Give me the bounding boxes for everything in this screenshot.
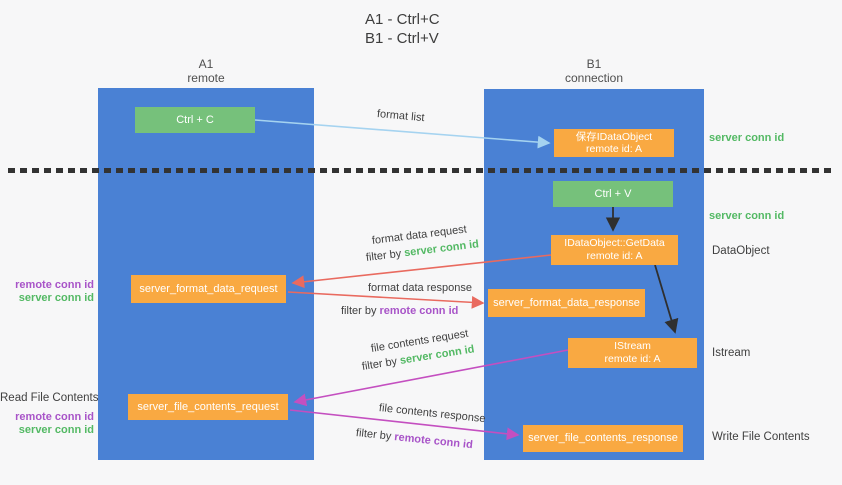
title-line-2: B1 - Ctrl+V	[365, 30, 439, 47]
label-server-conn-id-1: server conn id	[18, 292, 94, 304]
arrow-format-data-response	[287, 291, 485, 309]
node-idataobject-getdata: IDataObject::GetData remote id: A	[551, 235, 678, 265]
arrow-file-contents-request	[293, 349, 569, 407]
label-istream: Istream	[712, 347, 751, 359]
node-save-idataobject-line2: remote id: A	[585, 143, 643, 155]
node-ctrl-v-label: Ctrl + V	[594, 187, 632, 200]
label-remote-conn-id-2: remote conn id	[15, 411, 94, 423]
column-header-a1: A1 remote	[98, 57, 314, 85]
node-format-request-label: server_format_data_request	[139, 282, 278, 295]
arrow-label-format-data-response: format data response	[368, 282, 472, 294]
arrow-format-data-request	[291, 254, 552, 289]
node-istream-line1: IStream	[614, 340, 651, 352]
node-file-request-label: server_file_contents_request	[137, 400, 279, 413]
node-server-file-contents-request: server_file_contents_request	[128, 394, 288, 420]
label-dataobject: DataObject	[712, 245, 770, 257]
node-ctrl-v: Ctrl + V	[553, 181, 673, 207]
node-istream-line2: remote id: A	[604, 353, 661, 365]
node-ctrl-c: Ctrl + C	[135, 107, 255, 133]
label-remote-conn-id-1: remote conn id	[15, 279, 94, 291]
label-server-conn-id-top-right: server conn id	[709, 132, 785, 144]
node-format-response-label: server_format_data_response	[493, 296, 640, 309]
node-save-idataobject-line1: 保存IDataObject	[575, 130, 653, 143]
filter-by-prefix: filter by	[341, 305, 380, 317]
diagram-title: A1 - Ctrl+C B1 - Ctrl+V	[365, 10, 440, 48]
column-b1-name: B1	[586, 57, 602, 71]
column-header-b1: B1 connection	[484, 57, 704, 85]
arrow-getdata-to-istream	[654, 264, 679, 334]
node-server-format-data-response: server_format_data_response	[488, 289, 645, 317]
arrow-file-contents-response	[289, 409, 520, 441]
arrow-label-format-data-response-text: format data response	[368, 282, 472, 294]
title-line-1: A1 - Ctrl+C	[365, 11, 440, 28]
node-server-file-contents-response: server_file_contents_response	[523, 425, 683, 452]
arrow-label-format-data-response-filter: filter by remote conn id	[341, 305, 458, 317]
column-a1-subtitle: remote	[187, 71, 225, 85]
column-b1-subtitle: connection	[564, 71, 624, 85]
node-getdata-line1: IDataObject::GetData	[564, 237, 665, 249]
dashed-divider	[8, 168, 836, 173]
filter-remote-conn-id: remote conn id	[379, 305, 459, 317]
label-read-file-contents: Read File Contents	[0, 392, 99, 404]
node-ctrl-c-label: Ctrl + C	[176, 113, 214, 126]
node-istream: IStream remote id: A	[568, 338, 697, 368]
label-server-conn-id-mid-right: server conn id	[709, 210, 785, 222]
label-write-file-contents: Write File Contents	[712, 431, 810, 443]
node-save-idataobject: 保存IDataObject remote id: A	[554, 129, 674, 157]
column-a1-name: A1	[198, 57, 214, 71]
node-getdata-line2: remote id: A	[586, 250, 643, 262]
label-server-conn-id-2: server conn id	[18, 424, 94, 436]
arrow-format-list	[254, 119, 551, 149]
node-server-format-data-request: server_format_data_request	[131, 275, 286, 303]
node-file-response-label: server_file_contents_response	[528, 432, 678, 444]
